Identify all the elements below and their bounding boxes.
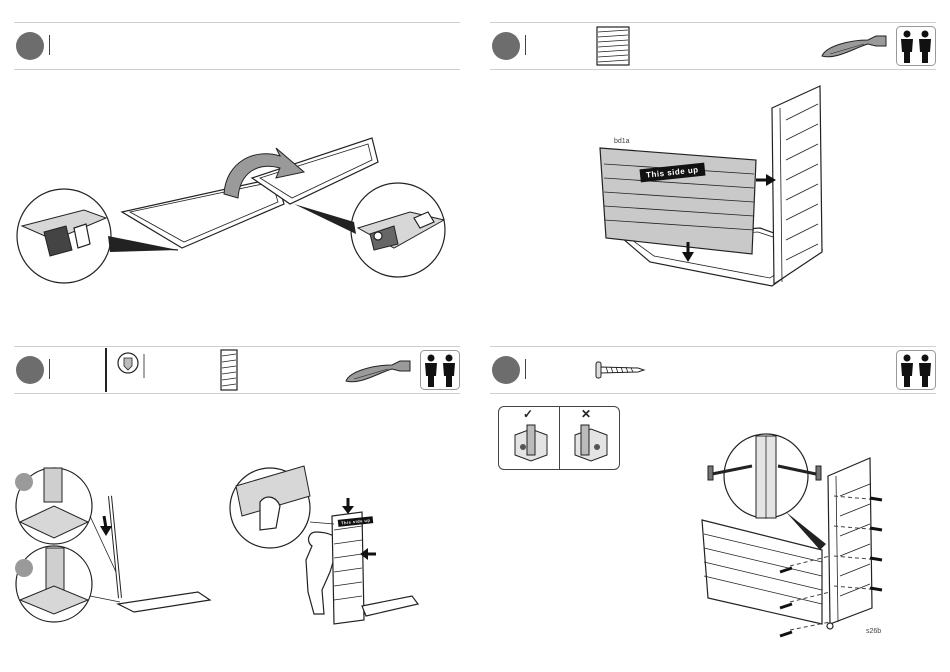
sub-step-badge (15, 473, 33, 491)
screw-icon (816, 466, 821, 480)
wall-panel-install-illustration (490, 22, 936, 322)
part-label-s26b: s26b (866, 628, 881, 635)
side-wall-panel (828, 458, 872, 624)
new-wall-panel (600, 148, 756, 254)
step-panel-top-left (14, 22, 460, 322)
corner-post-install-illustration (14, 346, 460, 656)
step-panel-bottom-left: This side up (14, 346, 460, 656)
floor-frame-left (122, 178, 284, 248)
part-label-bd1a: bd1a (614, 138, 630, 145)
sub-step-badge (15, 559, 33, 577)
step-panel-bottom-right: ✓ ✕ (490, 346, 936, 656)
screw-icon (708, 466, 713, 480)
step-panel-top-right: bd1a This side up (490, 22, 936, 322)
screw-fastening-illustration (490, 346, 936, 656)
floor-frame-fold-illustration (14, 22, 460, 322)
